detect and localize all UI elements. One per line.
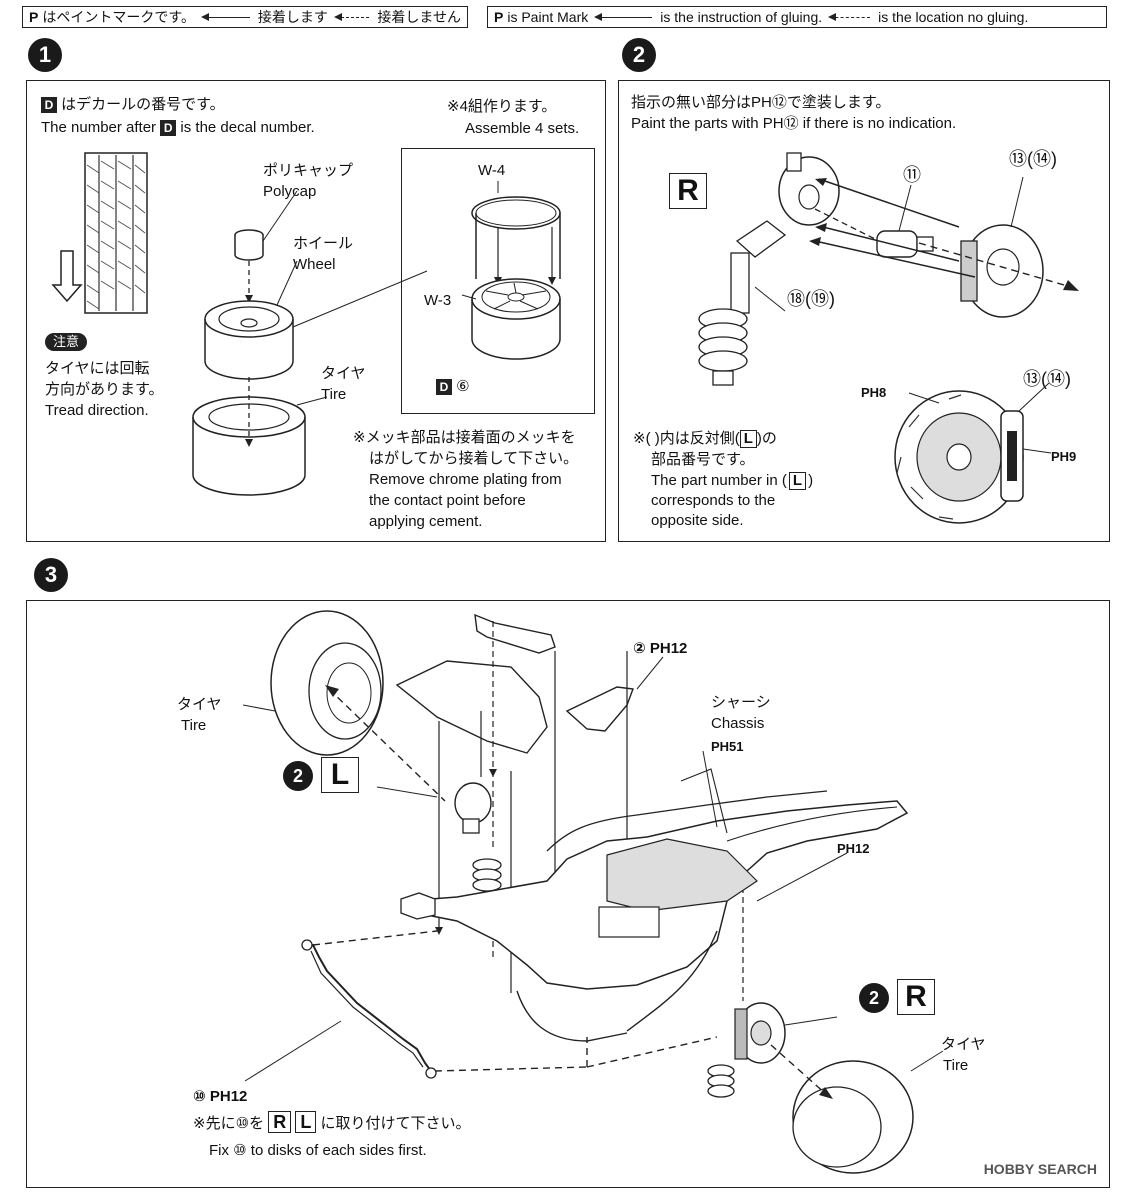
part-73-label: ⑬(⑭): [1009, 149, 1057, 169]
fix-note-jp: ※先に⑩を R L に取り付けて下さい。: [193, 1111, 471, 1133]
no-glue-arrow-icon: [333, 12, 370, 21]
wheel-parts-inset: W-4 W-3 D ⑥: [401, 148, 595, 414]
decal-d-icon: D: [436, 379, 452, 396]
ref-step-2-left: 2: [283, 761, 313, 791]
w3-w4-illustration: [461, 181, 561, 360]
caution-jp-1: タイヤには回転: [45, 360, 150, 377]
paint-mark-icon: P: [494, 9, 504, 25]
ref-top-label: ② PH12: [633, 640, 688, 657]
step2-paint-en: Paint the parts with PH⑫ if there is no …: [631, 115, 957, 132]
step2-paint-jp: 指示の無い部分はPH⑫で塗装します。: [631, 94, 891, 111]
legend-jp: P はペイントマークです。 接着します 接着しません: [22, 6, 468, 28]
step-1-number: 1: [28, 38, 62, 72]
brake-assembly-illustration: [698, 152, 1079, 386]
legend-en-paint: is Paint Mark: [507, 9, 589, 25]
w4-label: W-4: [478, 162, 506, 179]
step-3-panel: タイヤ Tire 2 L ② PH12 シャーシ Chassis PH51 PH…: [26, 600, 1110, 1188]
ph9-label: PH9: [1051, 449, 1077, 464]
opposite-note-jp-2: 部品番号です。: [651, 451, 755, 468]
chrome-note-en-3: applying cement.: [369, 513, 483, 530]
chrome-note-jp-2: はがしてから接着して下さい。: [369, 450, 579, 467]
part-11-label: ⑪: [903, 165, 921, 185]
step-3-number: 3: [34, 558, 68, 592]
w3-label: W-3: [424, 292, 452, 309]
ph8-label: PH8: [861, 385, 887, 400]
tire-right-jp: タイヤ: [941, 1036, 986, 1053]
watermark: HOBBY SEARCH: [983, 1161, 1097, 1177]
opposite-note-en-2: corresponds to the: [651, 492, 776, 509]
caution-jp-2: 方向があります。: [45, 381, 164, 398]
side-r-box: R: [669, 173, 707, 209]
side-l-box: L: [321, 757, 359, 793]
legend-jp-glue: 接着します: [257, 9, 328, 25]
tire-left-en: Tire: [181, 717, 207, 734]
step-1-panel: D はデカールの番号です。 The number after D is the …: [26, 80, 606, 542]
tire-label-en: Tire: [321, 386, 347, 403]
decal-note-jp: D はデカールの番号です。: [41, 95, 225, 115]
chassis-assembly-illustration: [242, 610, 944, 1174]
legend-jp-no-glue: 接着しません: [377, 9, 461, 25]
opposite-note-en-3: opposite side.: [651, 512, 744, 529]
tire-label-jp: タイヤ: [321, 365, 366, 382]
side-r-box-step3: R: [897, 979, 935, 1015]
glue-arrow-icon: [594, 12, 653, 21]
glue-arrow-icon: [200, 12, 250, 21]
paint-mark-icon: P: [29, 9, 39, 25]
chrome-note-jp-1: ※メッキ部品は接着面のメッキを: [353, 429, 576, 446]
chrome-note-en-1: Remove chrome plating from: [369, 471, 562, 488]
part-73b-label: ⑬(⑭): [1023, 369, 1071, 389]
tire-tread-illustration: [51, 152, 148, 314]
decal-6-label: D ⑥: [436, 377, 470, 397]
tire-left-jp: タイヤ: [177, 696, 222, 713]
decal-d-icon: D: [160, 120, 177, 137]
ph12-right-label: PH12: [837, 841, 870, 856]
chassis-paint: PH51: [711, 739, 744, 754]
polycap-label-en: Polycap: [263, 183, 317, 200]
wheel-assembly-illustration: [192, 190, 428, 496]
polycap-label-jp: ポリキャップ: [263, 162, 354, 179]
chassis-en: Chassis: [711, 715, 765, 732]
wheel-label-en: Wheel: [293, 256, 336, 273]
tire-right-en: Tire: [943, 1057, 969, 1074]
disk-detail-illustration: [894, 382, 1052, 524]
opposite-note-en-1: The part number in (L): [651, 472, 814, 490]
legend-jp-paint: はペイントマークです。: [42, 9, 195, 25]
wheel-label-jp: ホイール: [293, 235, 354, 252]
part-10-label: ⑩ PH12: [193, 1088, 248, 1105]
no-glue-arrow-icon: [828, 12, 871, 21]
fix-note-en: Fix ⑩ to disks of each sides first.: [209, 1142, 427, 1159]
chassis-jp: シャーシ: [711, 694, 771, 711]
legend-en-glue: is the instruction of gluing.: [660, 9, 823, 25]
assemble-jp: ※4組作ります。: [447, 98, 557, 115]
caution-badge: 注意: [45, 333, 88, 351]
assemble-en: Assemble 4 sets.: [465, 120, 580, 137]
opposite-note-jp-1: ※( )内は反対側(L)の: [633, 430, 777, 448]
step-2-number: 2: [622, 38, 656, 72]
caution-en: Tread direction.: [45, 402, 149, 419]
legend-en-no-glue: is the location no gluing.: [878, 9, 1029, 25]
legend-en: P is Paint Mark is the instruction of gl…: [487, 6, 1107, 28]
decal-d-icon: D: [41, 97, 57, 114]
chrome-note-en-2: the contact point before: [369, 492, 526, 509]
step-2-panel: 指示の無い部分はPH⑫で塗装します。 Paint the parts with …: [618, 80, 1110, 542]
decal-note-en: The number after D is the decal number.: [41, 119, 315, 137]
part-78-label: ⑱(⑲): [787, 289, 835, 309]
ref-step-2-right: 2: [859, 983, 889, 1013]
